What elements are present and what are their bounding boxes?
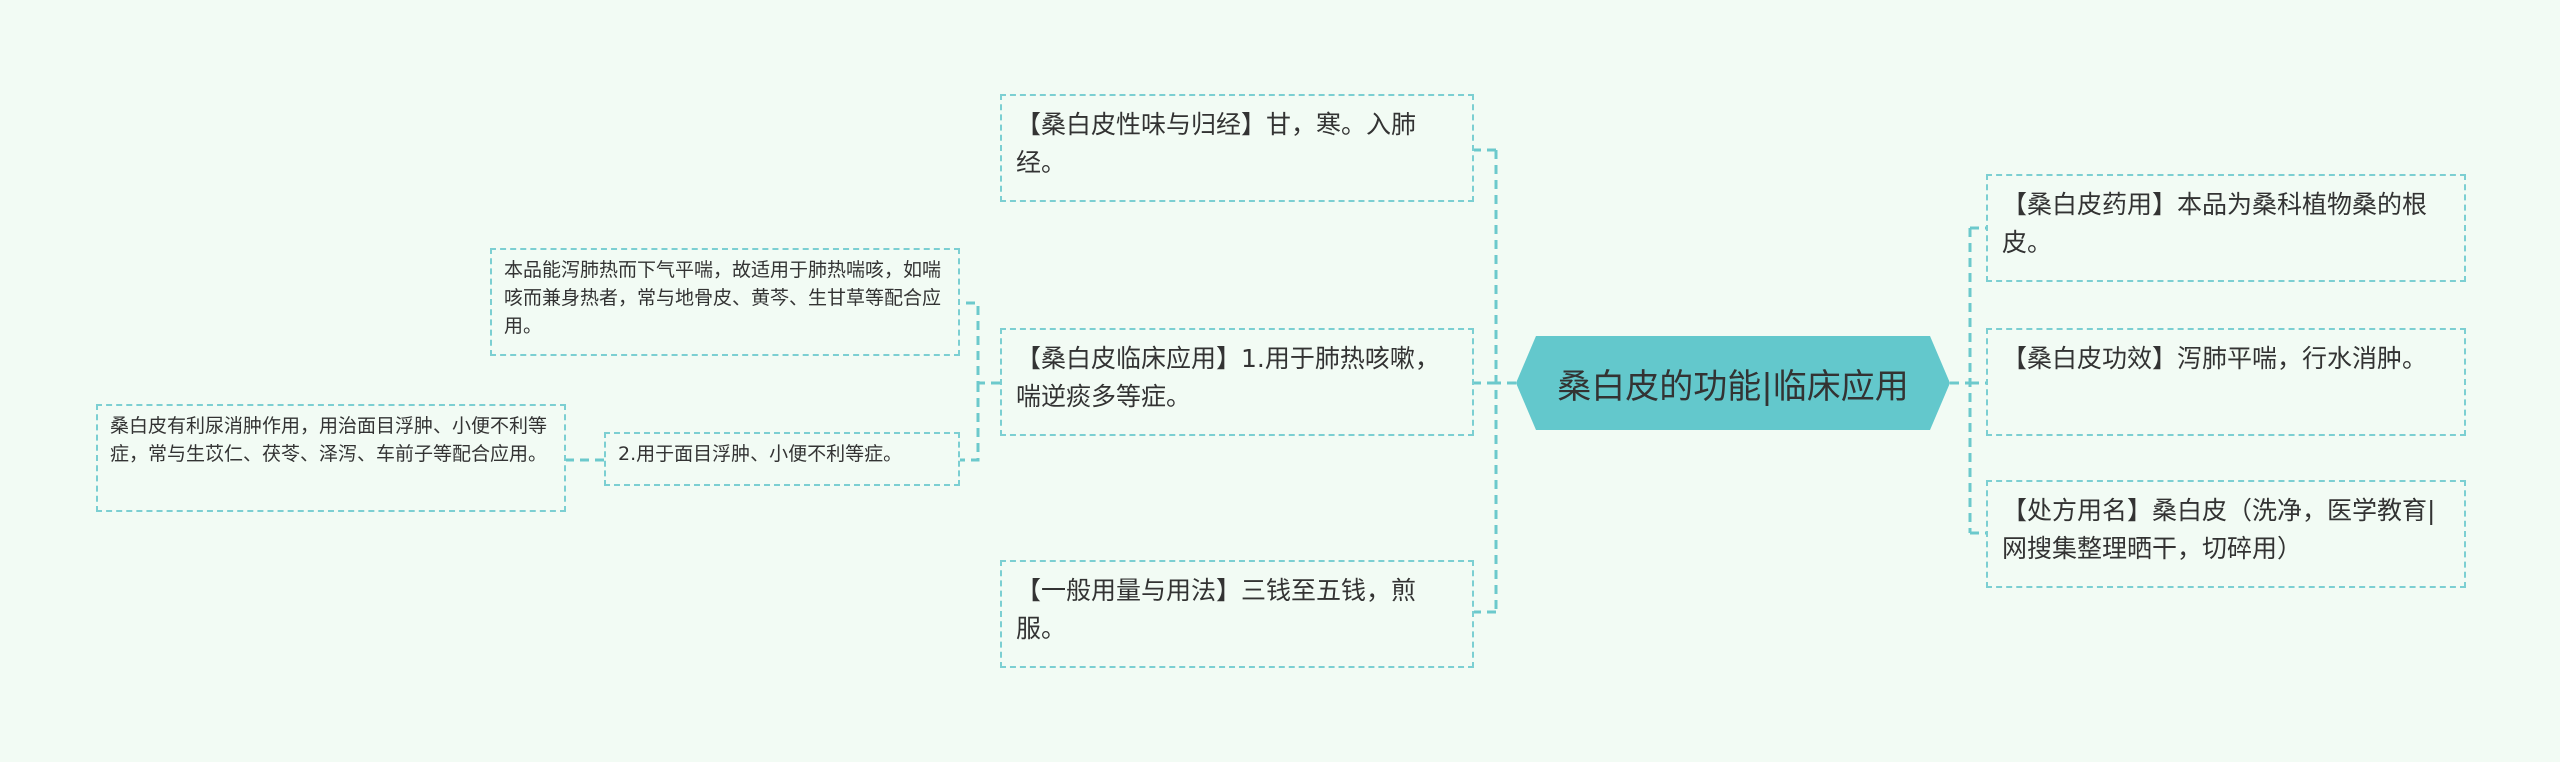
node-source[interactable]: 【桑白皮药用】本品为桑科植物桑的根皮。 xyxy=(1986,174,2466,282)
node-prescription[interactable]: 【处方用名】桑白皮（洗净，医学教育|网搜集整理晒干，切碎用） xyxy=(1986,480,2466,588)
root-topic[interactable]: 桑白皮的功能|临床应用 xyxy=(1516,336,1950,430)
node-dosage[interactable]: 【一般用量与用法】三钱至五钱，煎服。 xyxy=(1000,560,1474,668)
node-effect[interactable]: 【桑白皮功效】泻肺平喘，行水消肿。 xyxy=(1986,328,2466,436)
node-taste[interactable]: 【桑白皮性味与归经】甘，寒。入肺经。 xyxy=(1000,94,1474,202)
node-clinical-detail[interactable]: 本品能泻肺热而下气平喘，故适用于肺热喘咳，如喘咳而兼身热者，常与地骨皮、黄芩、生… xyxy=(490,248,960,356)
node-edema-detail[interactable]: 桑白皮有利尿消肿作用，用治面目浮肿、小便不利等症，常与生苡仁、茯苓、泽泻、车前子… xyxy=(96,404,566,512)
node-edema[interactable]: 2.用于面目浮肿、小便不利等症。 xyxy=(604,432,960,486)
node-clinical[interactable]: 【桑白皮临床应用】1.用于肺热咳嗽，喘逆痰多等症。 xyxy=(1000,328,1474,436)
connector-clinical-children xyxy=(960,301,1000,462)
